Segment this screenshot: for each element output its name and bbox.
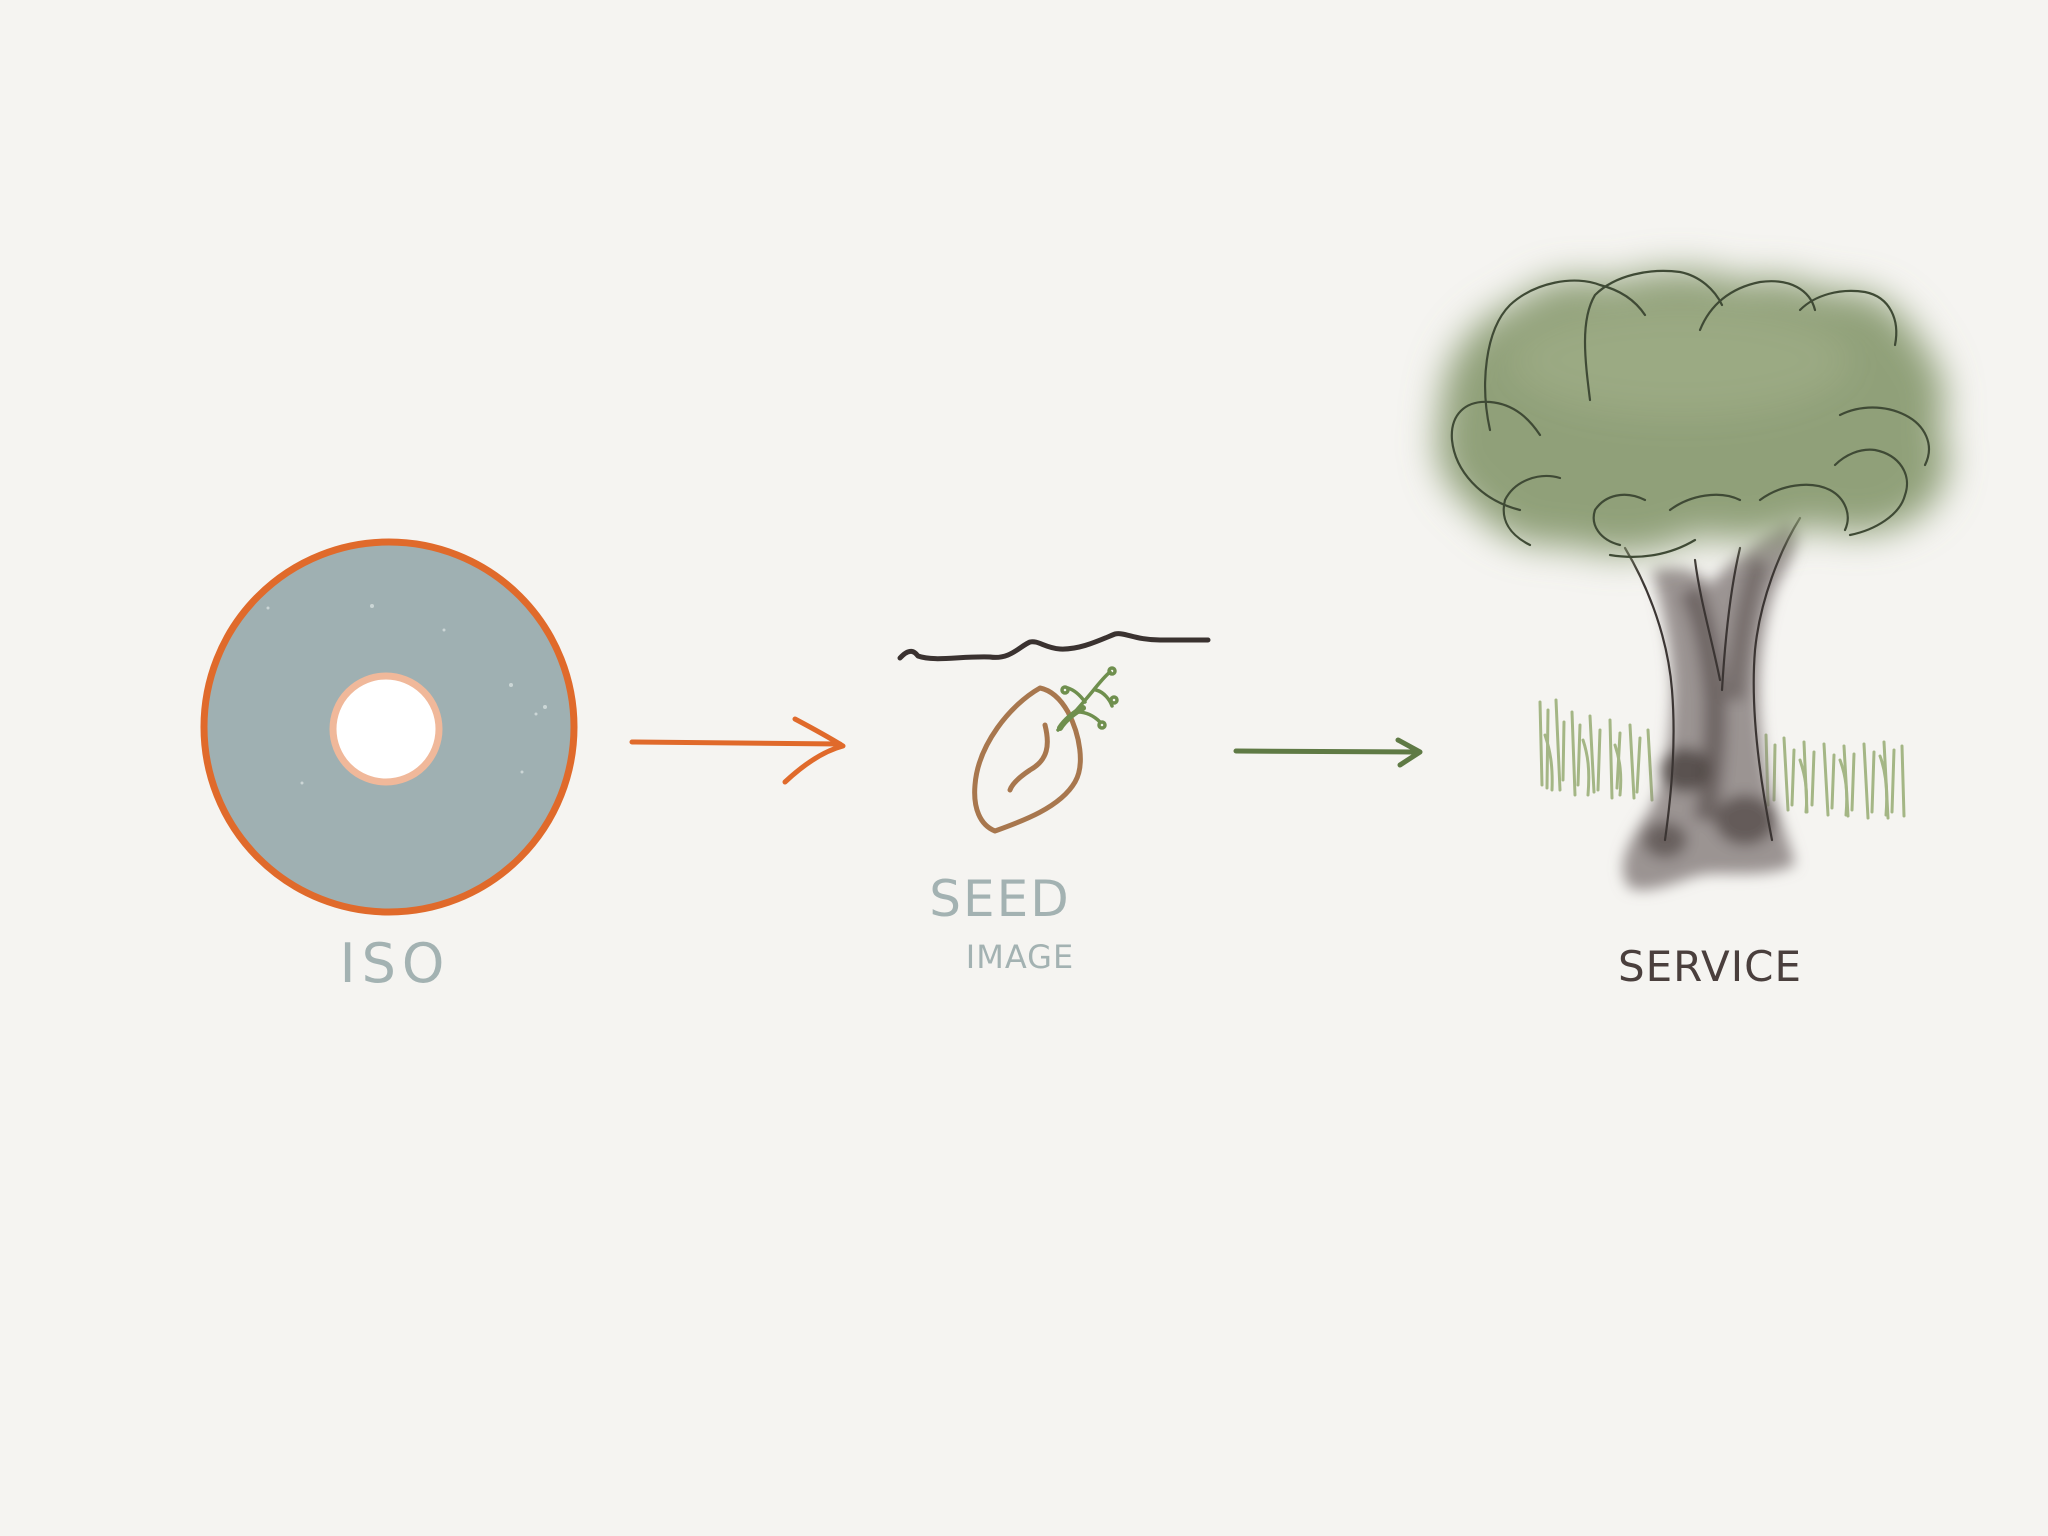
iso-label: ISO xyxy=(339,932,451,995)
service-label: SERVICE xyxy=(1617,942,1803,991)
arrow-iso-to-seed xyxy=(629,716,846,785)
seed-label: SEED xyxy=(929,870,1071,928)
arrow-seed-to-service xyxy=(1233,737,1423,768)
seed-icon xyxy=(897,631,1211,834)
image-sublabel: IMAGE xyxy=(965,938,1075,976)
tree-icon xyxy=(1436,269,1949,890)
disc-icon xyxy=(200,538,578,916)
